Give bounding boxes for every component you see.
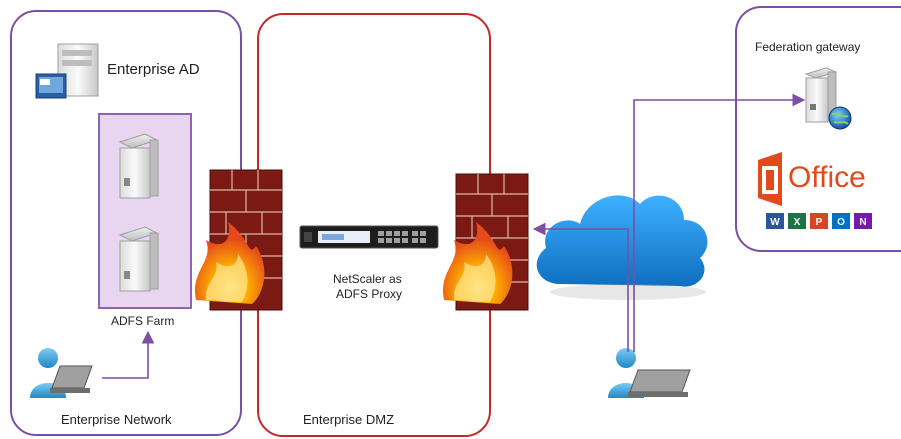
firewall-right-icon <box>443 173 529 311</box>
powerpoint-app-icon <box>810 213 828 229</box>
federation-gateway-label: Federation gateway <box>755 40 861 54</box>
adfs-server-2-icon <box>118 226 159 292</box>
connector-lines <box>102 93 806 379</box>
excel-app-icon <box>788 213 806 229</box>
onenote-app-icon <box>854 213 872 229</box>
user-to-federation-connector <box>633 93 806 352</box>
adfs-server-1-icon <box>118 133 159 199</box>
office-app-letter: X <box>794 217 801 228</box>
office-logo-icon <box>758 152 782 206</box>
office-wordmark: Office <box>788 161 866 194</box>
internet-cloud-icon <box>536 195 708 300</box>
internal-user-icon <box>30 348 93 398</box>
netscaler-appliance-icon <box>299 225 439 249</box>
outlook-app-icon <box>832 213 850 229</box>
federation-gateway-server-icon <box>804 67 852 130</box>
word-app-icon <box>766 213 784 229</box>
office-apps-row: W X P O N <box>766 213 872 229</box>
federation-zone <box>735 6 901 252</box>
office-app-letter: O <box>837 217 845 228</box>
enterprise-ad-label: Enterprise AD <box>107 61 200 78</box>
enterprise-ad-server-icon <box>35 43 99 99</box>
user-to-adfs-connector <box>102 330 155 379</box>
office-app-letter: P <box>816 217 823 228</box>
user-to-proxy-connector <box>532 222 629 352</box>
enterprise-network-label: Enterprise Network <box>61 412 172 427</box>
office-app-letter: W <box>770 217 780 228</box>
office-app-letter: N <box>859 217 866 228</box>
enterprise-dmz-label: Enterprise DMZ <box>303 412 395 427</box>
netscaler-label-line2: ADFS Proxy <box>336 287 403 301</box>
netscaler-label-line1: NetScaler as <box>333 272 402 286</box>
firewall-left-icon <box>195 169 283 311</box>
external-user-icon <box>608 348 691 398</box>
adfs-farm-label: ADFS Farm <box>111 314 175 328</box>
